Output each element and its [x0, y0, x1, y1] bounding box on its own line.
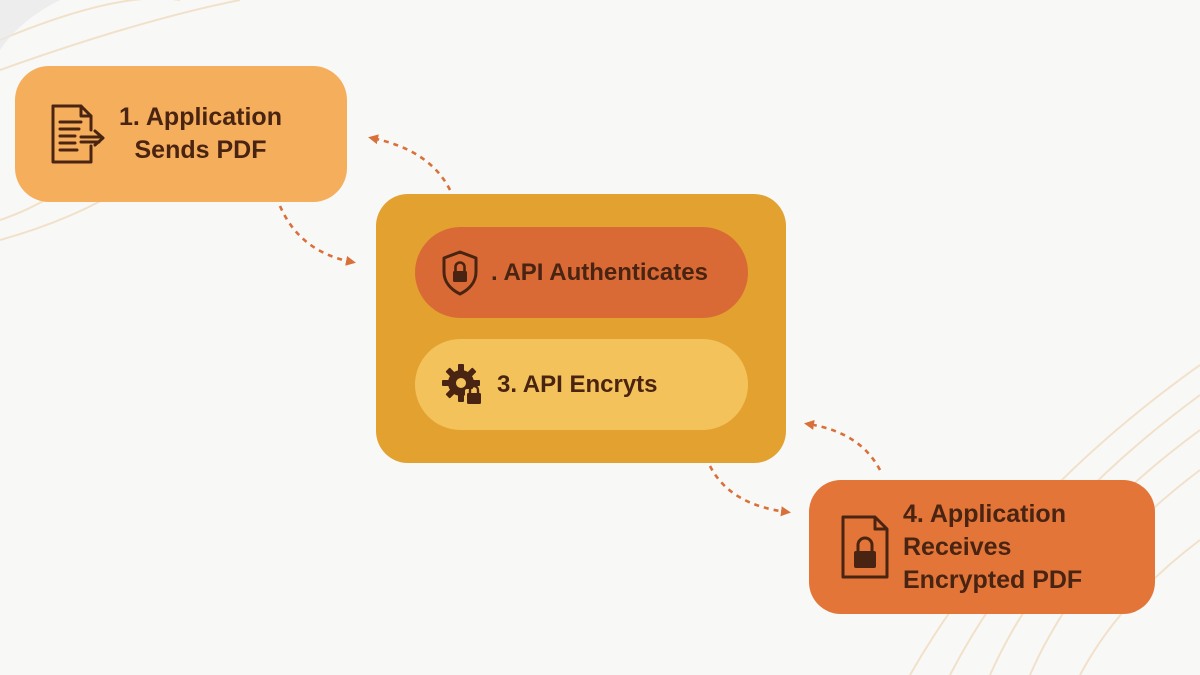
document-send-icon	[51, 104, 105, 164]
arrow-group-to-step1	[368, 134, 452, 191]
arrow-group-to-step4	[708, 465, 791, 517]
step-1-label: 1. Application Sends PDF	[119, 103, 282, 164]
step-2-label: . API Authenticates	[491, 259, 708, 286]
step-4-label: 4. Application Receives Encrypted PDF	[903, 499, 1083, 594]
gear-lock-icon	[442, 363, 483, 405]
document-lock-icon	[841, 515, 889, 579]
step-3-label: 3. API Encryts	[497, 371, 658, 398]
arrow-step4-to-group	[804, 419, 882, 471]
shield-lock-icon	[442, 250, 478, 295]
api-group-box: . API Authenticates 3. API Encryts	[376, 194, 786, 463]
step-4-box: 4. Application Receives Encrypted PDF	[809, 480, 1155, 614]
arrow-step1-to-group	[278, 205, 356, 266]
step-3-pill: 3. API Encryts	[415, 339, 748, 430]
step-2-pill: . API Authenticates	[415, 227, 748, 318]
step-1-box: 1. Application Sends PDF	[15, 66, 347, 202]
